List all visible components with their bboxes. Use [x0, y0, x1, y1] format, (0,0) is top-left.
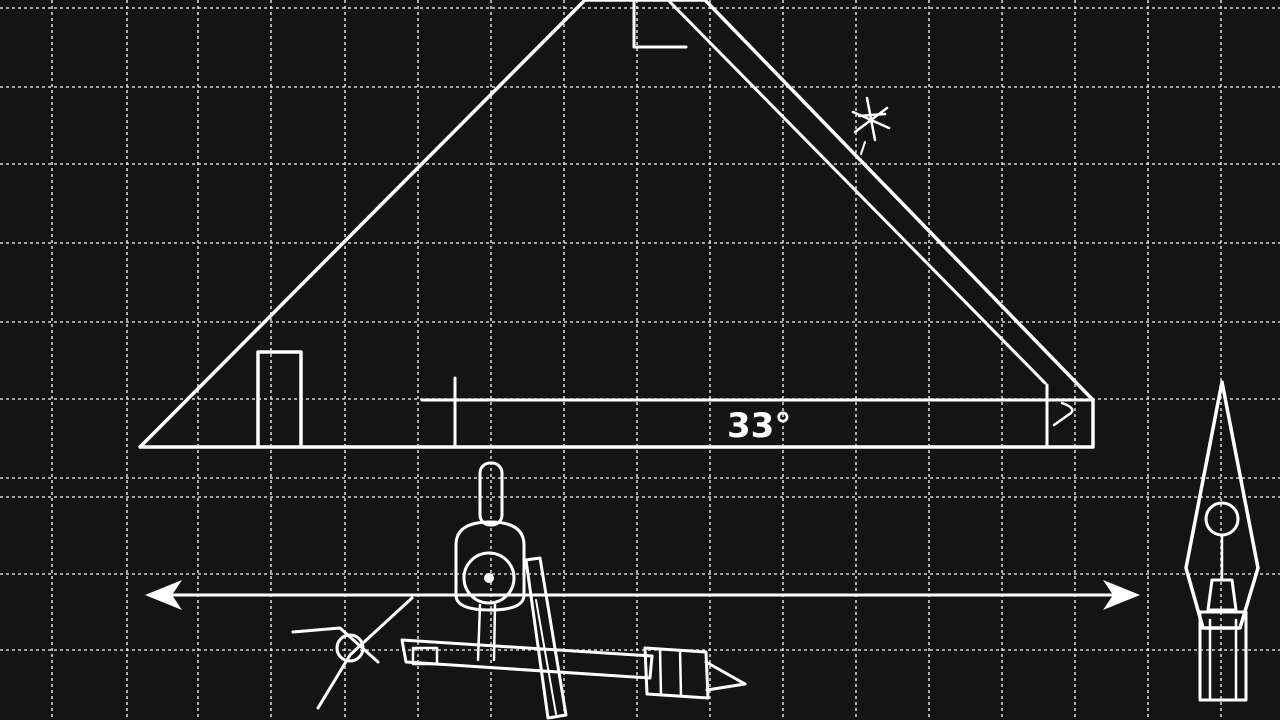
compass-arm-clamp — [411, 646, 439, 666]
pen-nib-icon — [1184, 380, 1260, 702]
pen-nib-hole — [1204, 501, 1240, 537]
compass-arm — [400, 638, 654, 680]
pen-nib-outline — [1184, 380, 1260, 630]
arrowhead-right — [1103, 580, 1140, 610]
compass-hinge-disc — [462, 551, 516, 605]
pen-nib-neck — [1206, 578, 1238, 612]
compass-pen-tip — [704, 660, 747, 692]
right-angle-marker-right — [1052, 401, 1074, 427]
angle-label: 33° — [727, 406, 791, 446]
triangle-outline — [138, 0, 1095, 449]
compass-pivot — [484, 573, 494, 583]
compass-needle-guard — [291, 626, 380, 664]
triangle-inner-edge — [666, 0, 1047, 385]
compass-handle — [478, 461, 504, 527]
star-icon — [851, 96, 891, 155]
compass-pen-holder — [643, 646, 710, 700]
rectangle-marker-left — [256, 350, 303, 447]
pen-nib-barrel — [1198, 610, 1248, 702]
arrowhead-left — [145, 580, 182, 610]
triangle — [138, 0, 1095, 449]
compass-hinge — [454, 520, 526, 612]
compass-needle — [316, 596, 414, 710]
compass-leg-right — [524, 556, 568, 720]
drafting-compass-icon — [291, 461, 747, 720]
right-angle-marker-top — [632, 0, 688, 49]
double-arrow — [145, 580, 1140, 610]
